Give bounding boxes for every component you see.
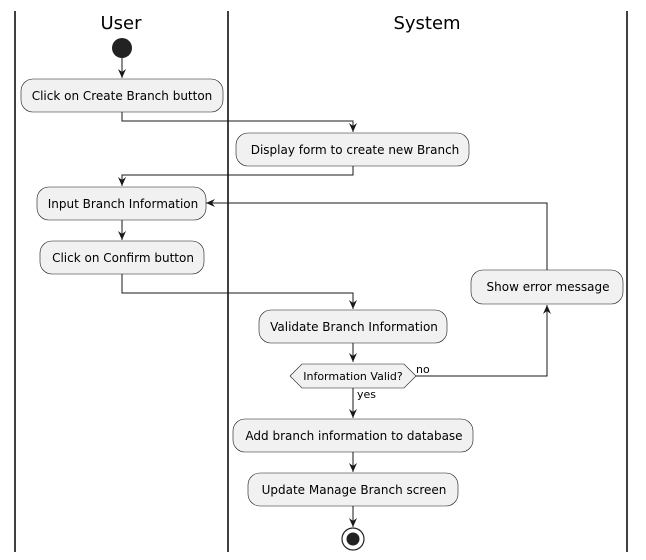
start-node [112,38,132,58]
node-display-form-label: Display form to create new Branch [251,143,460,157]
end-node-inner [346,532,360,546]
node-validate-info-label: Validate Branch Information [270,320,438,334]
edge-decision-no-to-error [416,305,551,377]
edge-display-form-to-input [118,166,354,186]
edge-click-create-to-display-form [121,112,357,132]
decision-information-valid-label: Information Valid? [303,370,403,383]
label-yes: yes [357,388,376,401]
node-click-create-branch-label: Click on Create Branch button [32,89,213,103]
lane-title-system: System [393,13,460,34]
node-update-screen-label: Update Manage Branch screen [262,483,447,497]
label-no: no [416,363,430,376]
edge-confirm-to-validate [121,274,357,309]
node-click-confirm-label: Click on Confirm button [52,251,194,265]
node-add-to-database-label: Add branch information to database [245,429,462,443]
lane-title-user: User [100,13,142,34]
node-show-error-label: Show error message [487,280,610,294]
end-node-outer [341,527,365,551]
node-input-branch-info-label: Input Branch Information [48,197,199,211]
edge-error-to-input [206,199,548,270]
